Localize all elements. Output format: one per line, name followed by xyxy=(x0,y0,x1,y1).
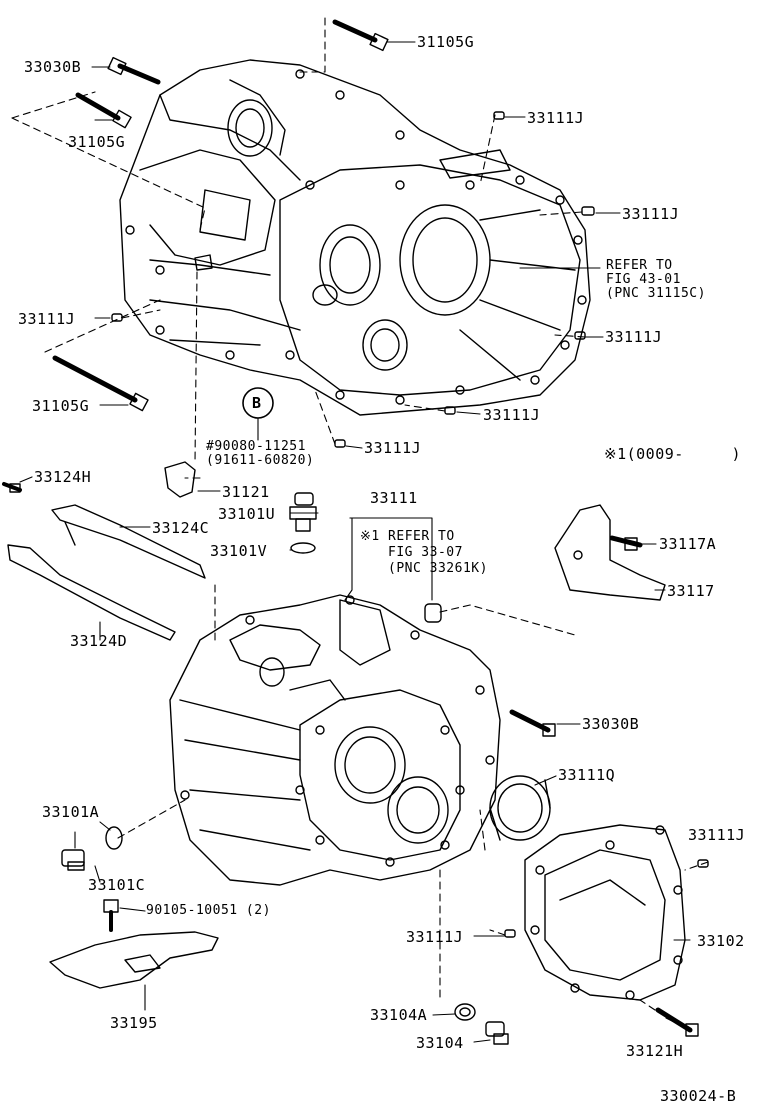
part-label-33117a: 33117A xyxy=(659,535,717,553)
part-label-33124h: 33124H xyxy=(34,468,92,486)
upper-case-drawing xyxy=(119,59,591,416)
part-label-31105g-left: 31105G xyxy=(68,133,126,151)
part-label-33117: 33117 xyxy=(667,582,715,600)
part-label-33111j-7: 33111J xyxy=(688,826,746,844)
part-label-33111j-8: 33111J xyxy=(406,928,464,946)
part-label-33111j-6: 33111J xyxy=(364,439,422,457)
part-label-31121: 31121 xyxy=(222,483,270,501)
part-label-31105g-top: 31105G xyxy=(417,33,475,51)
part-label-33111j-1: 33111J xyxy=(527,109,585,127)
refer-note-33-line1: ※1 REFER TO xyxy=(360,529,455,544)
part-label-90080: #90080-11251 xyxy=(206,439,306,454)
housing-cover-drawing xyxy=(524,824,686,1001)
part-label-33111q: 33111Q xyxy=(558,766,616,784)
small-parts xyxy=(2,19,709,1045)
refer-note-33-line2: FIG 33-07 xyxy=(388,545,463,560)
part-label-33111: 33111 xyxy=(370,489,418,507)
part-label-33030b-top: 33030B xyxy=(24,58,82,76)
dashed-assembly-lines xyxy=(11,17,709,1011)
diagram-id: 330024-B xyxy=(660,1087,737,1105)
part-label-33111j-5: 33111J xyxy=(483,406,541,424)
part-label-33111j-4: 33111J xyxy=(605,328,663,346)
part-label-90105: 90105-10051 (2) xyxy=(146,903,271,918)
part-label-33121h: 33121H xyxy=(626,1042,684,1060)
part-label-33104a: 33104A xyxy=(370,1006,428,1024)
part-label-33030b-right: 33030B xyxy=(582,715,640,733)
part-label-33124c: 33124C xyxy=(152,519,210,537)
leader-lines xyxy=(19,41,691,1043)
refer-note-33-line3: (PNC 33261K) xyxy=(388,561,488,576)
part-label-33124d: 33124D xyxy=(70,632,128,650)
note-0009: ※1(0009- ) xyxy=(604,445,741,463)
part-label-33101u: 33101U xyxy=(218,505,276,523)
refer-note-43-line3: (PNC 31115C) xyxy=(606,286,706,301)
part-label-33101c: 33101C xyxy=(88,876,146,894)
part-label-33111j-2: 33111J xyxy=(622,205,680,223)
callout-b-letter: B xyxy=(252,394,262,412)
part-label-33111j-3: 33111J xyxy=(18,310,76,328)
callout-b-circle xyxy=(242,387,274,419)
part-label-91611: (91611-60820) xyxy=(206,453,315,468)
lower-case-drawing xyxy=(169,594,501,886)
refer-note-43-line2: FIG 43-01 xyxy=(606,272,681,287)
refer-note-43-line1: REFER TO xyxy=(606,258,673,273)
part-label-33195: 33195 xyxy=(110,1014,158,1032)
part-label-33101v: 33101V xyxy=(210,542,268,560)
part-label-33102: 33102 xyxy=(697,932,745,950)
part-label-33104: 33104 xyxy=(416,1034,464,1052)
part-label-31105g-bottom: 31105G xyxy=(32,397,90,415)
part-label-33101a: 33101A xyxy=(42,803,100,821)
